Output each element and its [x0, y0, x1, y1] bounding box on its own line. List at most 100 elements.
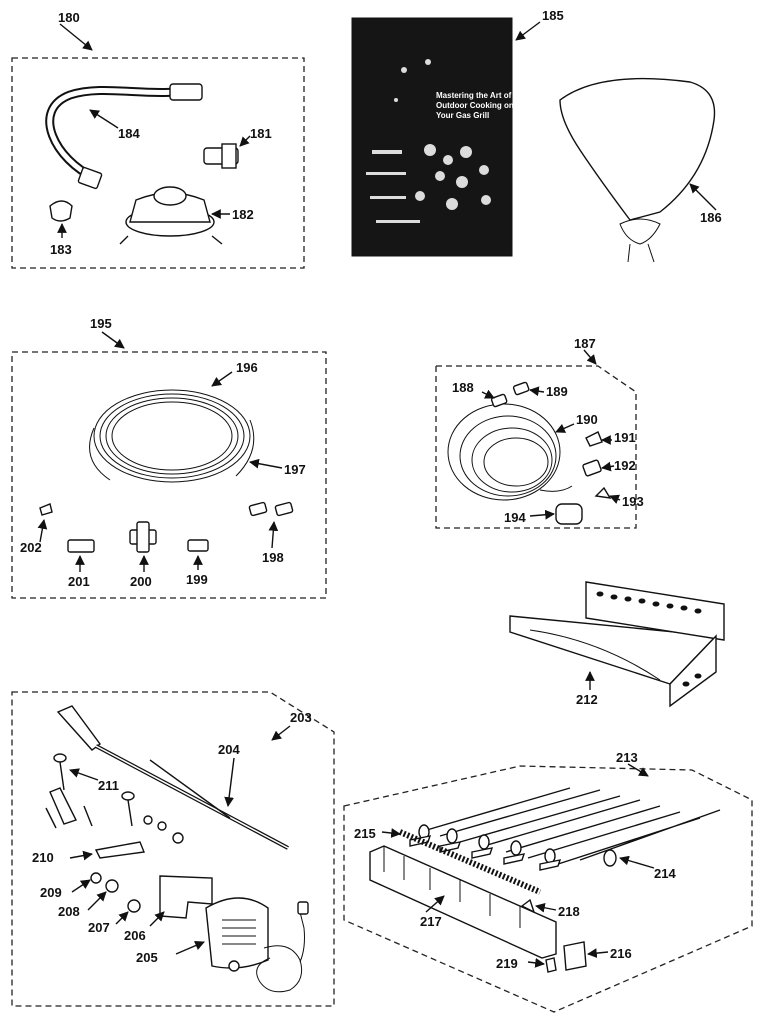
callout-195: 195: [90, 316, 112, 331]
callout-182: 182: [232, 207, 254, 222]
callout-arrow-217: [425, 895, 445, 913]
small-parts-207-209: [90, 872, 141, 913]
callout-204: 204: [218, 742, 240, 757]
callout-184: 184: [118, 126, 140, 141]
callout-arrow-213: [627, 763, 649, 777]
callout-arrow-210: [69, 850, 93, 861]
callout-208: 208: [58, 904, 80, 919]
fittings-row: [39, 501, 294, 553]
cover-bag-186: 186: [559, 77, 722, 263]
callout-arrow-208: [87, 891, 107, 911]
callout-197: 197: [284, 462, 306, 477]
callout-arrow-180: [59, 23, 93, 51]
callout-199: 199: [186, 572, 208, 587]
callout-187: 187: [574, 336, 596, 351]
callout-218: 218: [558, 904, 580, 919]
side-shelf-212: 212: [509, 581, 725, 708]
group-213-kit: 213 214 215 217 218 219 216: [343, 750, 753, 1013]
callout-207: 207: [88, 920, 110, 935]
cookbook-title-line2: Outdoor Cooking on: [436, 101, 514, 110]
callout-203: 203: [290, 710, 312, 725]
callout-arrow-185: [515, 21, 541, 41]
callout-198: 198: [262, 550, 284, 565]
part-193: [594, 486, 612, 499]
callout-180: 180: [58, 10, 80, 25]
callout-183: 183: [50, 242, 72, 257]
part-219: [545, 957, 557, 973]
screws-211: [53, 753, 135, 827]
group-213-outline: [343, 765, 753, 1013]
callout-arrow-204: [224, 757, 235, 807]
callout-arrow-218: [535, 902, 557, 913]
callout-181: 181: [250, 126, 272, 141]
callout-211: 211: [98, 778, 119, 793]
group-195-kit: 195 196 197 202 201 200 199 198: [11, 316, 327, 599]
fitting-181: [203, 143, 239, 169]
callout-219: 219: [496, 956, 518, 971]
callout-arrow-219: [527, 958, 545, 968]
fitting-201: [67, 539, 95, 553]
spring-215: [398, 829, 542, 895]
callout-217: 217: [420, 914, 442, 929]
callout-arrow-186: [689, 183, 717, 211]
callout-212: 212: [576, 692, 598, 707]
hose-184: [45, 83, 203, 190]
callout-arrow-211: [69, 768, 99, 781]
part-189: [512, 381, 530, 396]
part-192: [582, 459, 602, 477]
callout-190: 190: [576, 412, 598, 427]
cookbook-title-line3: Your Gas Grill: [436, 111, 489, 120]
callout-arrow-209: [71, 879, 91, 893]
callout-205: 205: [136, 950, 158, 965]
fitting-199: [187, 539, 209, 552]
callout-209: 209: [40, 885, 62, 900]
group-203-outline: [11, 691, 335, 1007]
part-188: [490, 393, 508, 408]
callout-arrow-202: [37, 519, 48, 543]
fitting-198b: [274, 501, 294, 517]
callout-arrow-216: [587, 948, 609, 958]
callout-arrow-198: [268, 521, 279, 549]
group-187-outline: [435, 365, 637, 529]
callout-215: 215: [354, 826, 376, 841]
fitting-198a: [248, 501, 268, 517]
callout-arrow-203: [271, 725, 291, 741]
callout-192: 192: [614, 458, 636, 473]
group-180-outline: [11, 57, 305, 269]
callout-200: 200: [130, 574, 152, 589]
callout-arrow-207: [115, 911, 129, 925]
callout-202: 202: [20, 540, 42, 555]
bracket-210: [45, 787, 145, 859]
callout-194: 194: [504, 510, 526, 525]
group-187-kit: 187 188 189 190 191 192 193 194: [435, 336, 644, 529]
cap-183: [49, 200, 73, 222]
callout-210: 210: [32, 850, 54, 865]
callout-arrow-195: [101, 331, 125, 349]
callout-arrow-188: [481, 389, 495, 399]
callout-arrow-192: [601, 461, 615, 472]
callout-arrow-193: [609, 494, 621, 504]
callout-arrow-181: [239, 135, 251, 147]
callout-206: 206: [124, 928, 146, 943]
fitting-202: [39, 503, 53, 516]
motor-bracket-206: [159, 875, 213, 919]
cookbook-title-line1: Mastering the Art of: [436, 91, 512, 100]
callout-arrow-214: [619, 855, 655, 869]
group-203-kit: 203 204 211 210 209 208 207 206 205: [11, 691, 335, 1007]
part-218: [520, 898, 536, 914]
callout-189: 189: [546, 384, 568, 399]
spit-rod-204: [56, 705, 289, 850]
callout-arrow-197: [249, 458, 283, 469]
bracket-216: [563, 941, 587, 971]
callout-arrow-206: [149, 911, 165, 927]
callout-arrow-189: [529, 386, 545, 397]
nuts-washers: [143, 815, 184, 844]
callout-196: 196: [236, 360, 258, 375]
motor-205: [205, 897, 309, 993]
callout-201: 201: [68, 574, 90, 589]
part-194: [555, 503, 583, 525]
callout-arrow-194: [529, 509, 555, 520]
callout-188: 188: [452, 380, 474, 395]
group-180-kit: 180 184 181 182 183: [11, 10, 305, 269]
